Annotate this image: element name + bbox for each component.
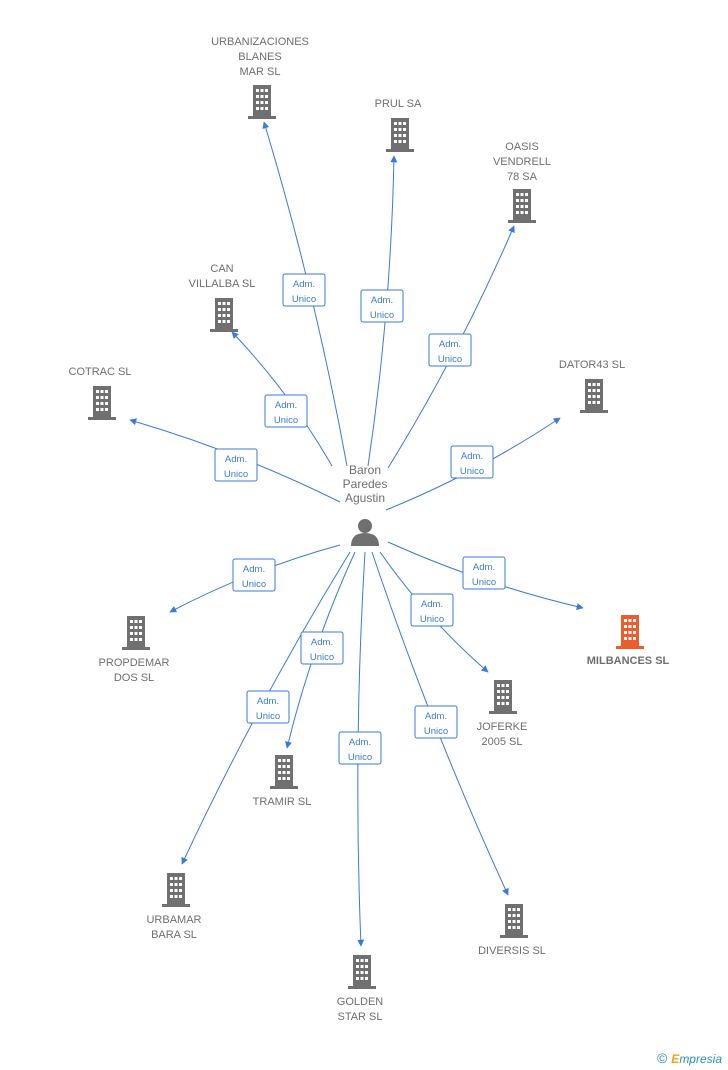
person-icon: [351, 519, 379, 546]
building-icon: [386, 118, 414, 152]
edge-label-text: Adm.: [473, 562, 495, 573]
person-name-line: Baron: [349, 463, 381, 477]
company-name-line: OASIS: [505, 141, 539, 153]
edge-label-milbances[interactable]: Adm. Unico: [462, 556, 506, 590]
edge-label-cotrac[interactable]: Adm. Unico: [214, 448, 258, 482]
company-name-line: URBANIZACIONES: [211, 36, 309, 48]
edge-label-text: Adm.: [371, 295, 393, 306]
company-name-line: DATOR43 SL: [559, 359, 625, 371]
edge-label-text: Adm.: [425, 711, 447, 722]
edge-label-text: Adm.: [461, 451, 483, 462]
edge-label-tramir[interactable]: Adm. Unico: [300, 631, 344, 665]
edge-label-propdemar[interactable]: Adm. Unico: [232, 558, 276, 592]
company-name-line: GOLDEN: [337, 996, 384, 1008]
building-icon: [210, 298, 238, 332]
company-name-line: 2005 SL: [482, 736, 523, 748]
company-name-line: BARA SL: [151, 929, 197, 941]
edge-label-text: Adm.: [439, 339, 461, 350]
edge-label-can-villalba[interactable]: Adm. Unico: [264, 394, 308, 428]
building-icon: [122, 616, 150, 650]
edge-label-text: Adm.: [275, 400, 297, 411]
edge-label-dator43[interactable]: Adm. Unico: [450, 445, 494, 479]
edge-label-text: Unico: [438, 354, 462, 365]
company-name-line: PRUL SA: [375, 98, 422, 110]
building-icon: [162, 873, 190, 907]
company-name-line: MILBANCES SL: [587, 655, 670, 667]
edge-label-text: Adm.: [421, 599, 443, 610]
brand-logo-text: mpresia: [679, 1052, 722, 1066]
edge-label-joferke[interactable]: Adm. Unico: [410, 593, 454, 627]
company-node-urbamar[interactable]: URBAMAR BARA SL: [146, 873, 202, 941]
building-icon: [348, 955, 376, 989]
building-icon: [508, 189, 536, 223]
company-name-line: TRAMIR SL: [253, 796, 312, 808]
building-icon: [270, 755, 298, 789]
edge-label-text: Adm.: [311, 637, 333, 648]
building-icon: [580, 379, 608, 413]
brand-logo-initial: E: [671, 1052, 680, 1066]
edge-label-text: Unico: [292, 294, 316, 305]
person-name-line: Agustin: [345, 491, 385, 505]
company-node-propdemar[interactable]: PROPDEMAR DOS SL: [99, 616, 170, 684]
edge-label-prul[interactable]: Adm. Unico: [360, 289, 404, 323]
edge-label-text: Unico: [460, 466, 484, 477]
edge-label-urbanizaciones[interactable]: Adm. Unico: [282, 273, 326, 307]
company-node-prul[interactable]: PRUL SA: [375, 98, 422, 152]
edge-label-text: Unico: [256, 711, 280, 722]
edge-label-text: Unico: [274, 415, 298, 426]
edge-label-text: Unico: [472, 577, 496, 588]
building-icon: [616, 615, 644, 649]
edge-label-diversis[interactable]: Adm. Unico: [414, 705, 458, 739]
building-icon: [248, 85, 276, 119]
copyright-icon: ©: [656, 1050, 668, 1066]
edge-label-text: Unico: [242, 579, 266, 590]
company-node-cotrac[interactable]: COTRAC SL: [69, 366, 132, 420]
company-name-line: CAN: [210, 263, 233, 275]
edge-label-urbamar[interactable]: Adm. Unico: [246, 690, 290, 724]
company-name-line: DIVERSIS SL: [478, 945, 546, 957]
company-name-line: STAR SL: [337, 1011, 382, 1023]
edge-label-text: Adm.: [243, 564, 265, 575]
edge-label-oasis[interactable]: Adm. Unico: [428, 333, 472, 367]
building-icon: [500, 904, 528, 938]
edge-label-text: Adm.: [349, 737, 371, 748]
company-name-line: URBAMAR: [146, 914, 201, 926]
company-name-line: VILLALBA SL: [189, 278, 256, 290]
person-name-line: Paredes: [343, 477, 388, 491]
company-name-line: 78 SA: [507, 171, 538, 183]
edge-label-text: Unico: [310, 652, 334, 663]
company-name-line: COTRAC SL: [69, 366, 132, 378]
company-name-line: MAR SL: [240, 66, 281, 78]
company-name-line: PROPDEMAR: [99, 657, 170, 669]
edge-label-text: Unico: [370, 310, 394, 321]
company-node-joferke[interactable]: JOFERKE 2005 SL: [477, 680, 528, 748]
brand-footer: ©Empresia: [657, 1050, 722, 1066]
edge-label-golden-star[interactable]: Adm. Unico: [338, 731, 382, 765]
edge-label-text: Adm.: [257, 696, 279, 707]
edge-label-text: Unico: [224, 469, 248, 480]
company-node-can-villalba[interactable]: CAN VILLALBA SL: [189, 263, 256, 332]
building-icon: [88, 386, 116, 420]
company-node-oasis[interactable]: OASIS VENDRELL 78 SA: [493, 141, 551, 223]
company-node-milbances[interactable]: MILBANCES SL: [587, 615, 670, 667]
edge-label-text: Unico: [348, 752, 372, 763]
company-node-diversis[interactable]: DIVERSIS SL: [478, 904, 546, 957]
edge-label-text: Adm.: [293, 279, 315, 290]
company-name-line: DOS SL: [114, 672, 154, 684]
company-node-golden-star[interactable]: GOLDEN STAR SL: [337, 955, 384, 1023]
company-name-line: BLANES: [238, 51, 281, 63]
edge-label-text: Unico: [424, 726, 448, 737]
edge-label-text: Adm.: [225, 454, 247, 465]
edge-label-text: Unico: [420, 614, 444, 625]
company-name-line: VENDRELL: [493, 156, 551, 168]
company-node-dator43[interactable]: DATOR43 SL: [559, 359, 625, 413]
company-name-line: JOFERKE: [477, 721, 528, 733]
building-icon: [489, 680, 517, 714]
company-node-urbanizaciones[interactable]: URBANIZACIONES BLANES MAR SL: [211, 36, 309, 119]
company-node-tramir[interactable]: TRAMIR SL: [253, 755, 312, 808]
